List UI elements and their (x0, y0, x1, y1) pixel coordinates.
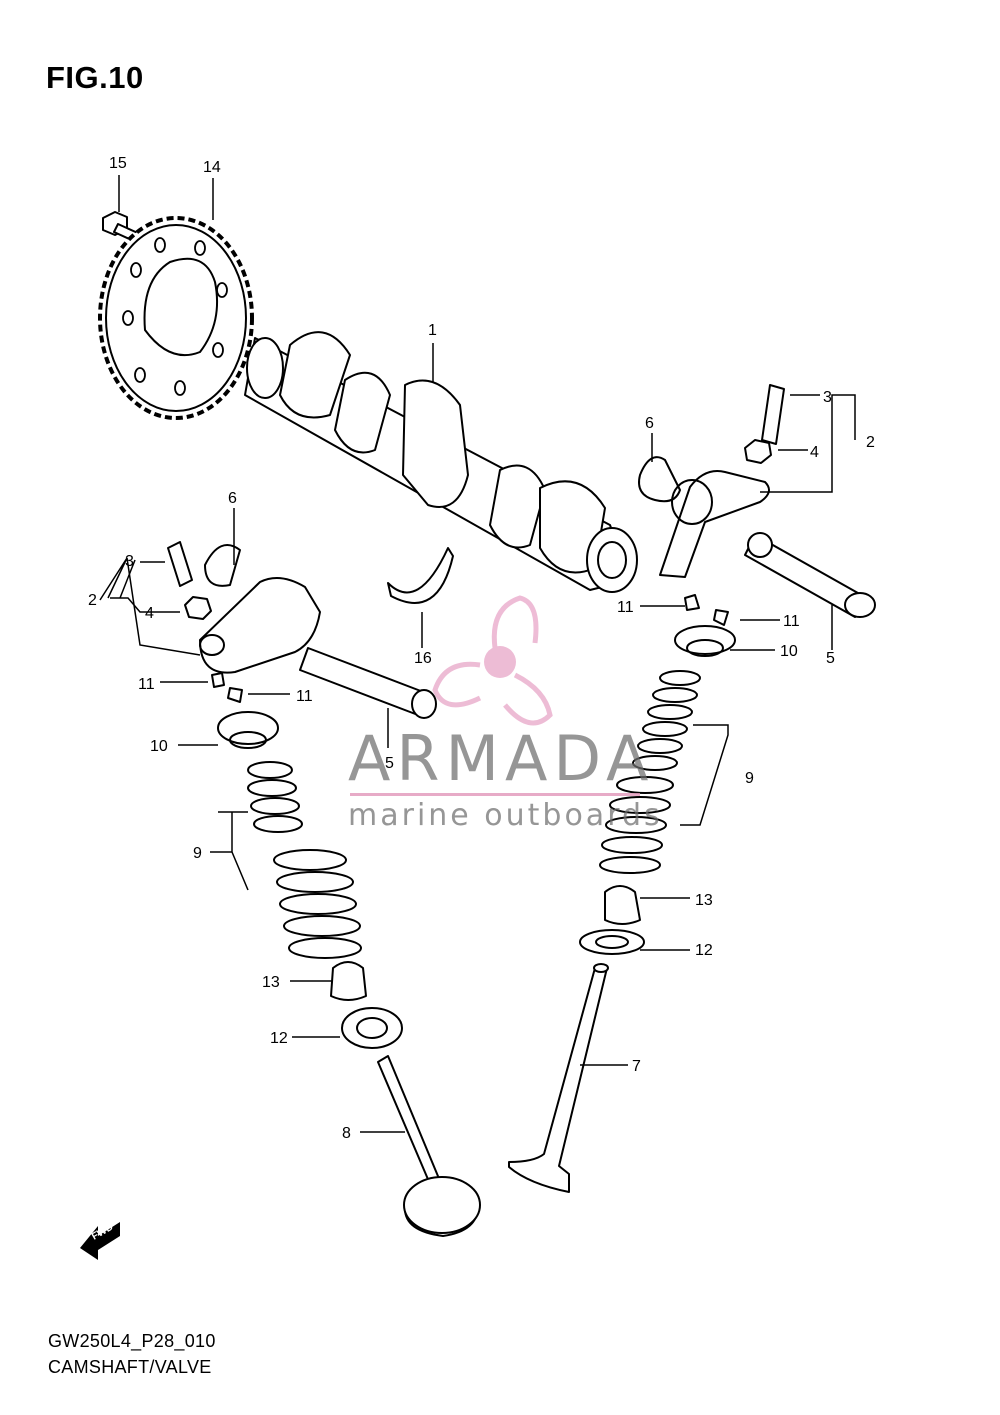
callout-6-left: 6 (228, 490, 237, 507)
callout-6-right: 6 (645, 415, 654, 432)
callout-9-right: 9 (745, 770, 754, 787)
part-3-adjust-screw-right[interactable] (761, 384, 785, 445)
callout-14: 14 (203, 159, 221, 176)
callout-16: 16 (414, 650, 432, 667)
part-11-cotters[interactable] (211, 594, 729, 703)
part-10-retainer-right[interactable] (674, 625, 736, 657)
callout-3-right: 3 (823, 389, 832, 406)
callout-11-r2: 11 (783, 613, 800, 630)
part-4-nut-left[interactable] (184, 596, 212, 620)
part-10-retainer-left[interactable] (217, 711, 279, 749)
figure-caption: CAMSHAFT/VALVE (48, 1357, 212, 1377)
callout-15: 15 (109, 155, 127, 172)
callout-5-right: 5 (826, 650, 835, 667)
callout-11-l1: 11 (138, 676, 155, 693)
part-4-nut-right[interactable] (744, 439, 772, 464)
callout-12-left: 12 (270, 1030, 288, 1047)
part-9-valve-springs-right[interactable] (599, 670, 701, 874)
callout-12-right: 12 (695, 942, 713, 959)
part-2-rocker-arm-right[interactable] (659, 470, 770, 578)
figure-title: FIG.10 (46, 60, 144, 95)
callout-2-left: 2 (88, 592, 97, 609)
propeller-logo (432, 595, 553, 726)
part-5-rocker-shaft-right[interactable] (744, 532, 876, 618)
part-13-stem-seal-left[interactable] (330, 961, 367, 1001)
watermark-divider (350, 793, 640, 796)
figure-code: GW250L4_P28_010 (48, 1331, 216, 1351)
callout-10-right: 10 (780, 643, 798, 660)
callout-13-left: 13 (262, 974, 280, 991)
part-6-oring-left[interactable] (204, 544, 241, 587)
callout-13-right: 13 (695, 892, 713, 909)
part-7-valve-exhaust[interactable] (508, 963, 609, 1193)
part-14-cam-sprocket[interactable] (98, 216, 254, 420)
callout-8: 8 (342, 1125, 351, 1142)
part-8-valve-intake[interactable] (377, 1055, 481, 1237)
callout-1: 1 (428, 322, 437, 339)
watermark-tagline: marine outboards (348, 798, 663, 833)
callout-labels: 15 14 1 6 3 4 2 11 11 10 5 9 13 12 7 6 3… (88, 155, 875, 1142)
part-2-rocker-arm-left[interactable] (199, 577, 321, 674)
callout-11-l2: 11 (296, 688, 313, 705)
callout-7: 7 (632, 1058, 641, 1075)
part-1-camshaft[interactable] (244, 331, 638, 593)
callout-10-left: 10 (150, 738, 168, 755)
part-12-spring-seat-right[interactable] (579, 929, 645, 955)
callout-9-left: 9 (193, 845, 202, 862)
part-12-spring-seat-left[interactable] (341, 1007, 403, 1049)
callout-2-right: 2 (866, 434, 875, 451)
part-9-valve-springs-left[interactable] (247, 761, 362, 959)
part-16-plug[interactable] (387, 547, 454, 604)
part-3-adjust-screw-left[interactable] (167, 541, 193, 587)
callout-3-left: 3 (125, 553, 134, 570)
callout-5-left: 5 (385, 755, 394, 772)
callout-4-left: 4 (145, 605, 154, 622)
part-13-stem-seal-right[interactable] (604, 885, 641, 925)
callout-11-r1: 11 (617, 599, 634, 616)
fwd-arrow: FWD (80, 1222, 120, 1260)
part-5-rocker-shaft-left[interactable] (299, 647, 437, 719)
watermark-brand: ARMADA (348, 722, 655, 795)
callout-4-right: 4 (810, 444, 819, 461)
